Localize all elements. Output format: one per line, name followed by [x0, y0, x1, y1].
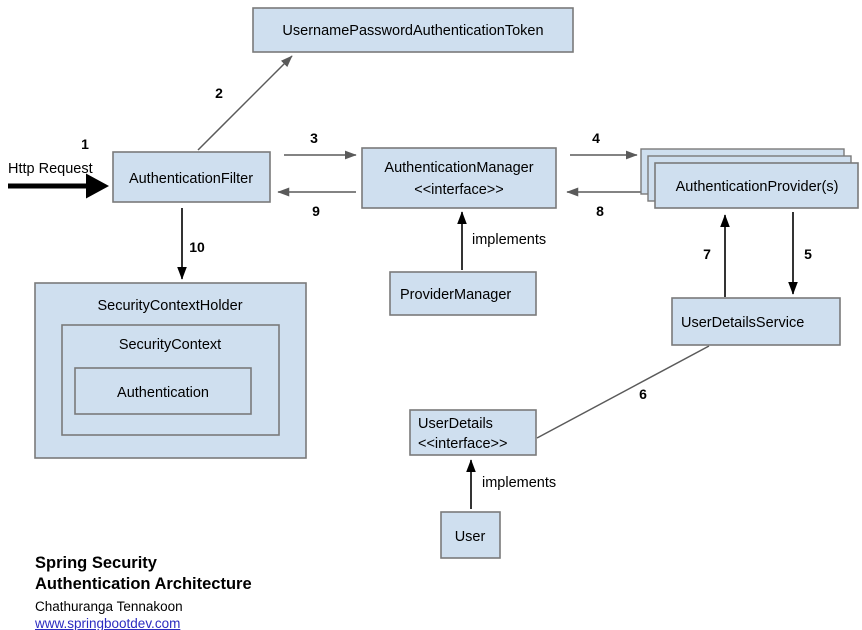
node-label-authentication-providers: AuthenticationProvider(s): [676, 179, 839, 195]
edge-4-manager-to-provider: 4: [570, 130, 638, 160]
node-label-provider-manager: ProviderManager: [400, 287, 511, 303]
edge-label-implements-userdetails: implements: [482, 475, 556, 491]
node-authentication-manager[interactable]: AuthenticationManager <<interface>>: [361, 147, 557, 209]
node-security-context[interactable]: SecurityContext Authentication: [61, 324, 280, 436]
edge-number-8: 8: [596, 203, 604, 219]
diagram-title-line1: Spring Security: [35, 554, 158, 572]
edge-number-2: 2: [215, 85, 223, 101]
node-label-authentication-manager: AuthenticationManager: [384, 160, 533, 176]
node-provider-manager[interactable]: ProviderManager: [389, 271, 537, 316]
diagram-author: Chathuranga Tennakoon: [35, 599, 183, 614]
edge-number-10: 10: [189, 239, 205, 255]
edge-implements-user: implements: [466, 459, 556, 509]
edge-number-5: 5: [804, 246, 812, 262]
edge-number-4: 4: [592, 130, 600, 146]
edge-number-7: 7: [703, 246, 711, 262]
node-label-user-details-stereotype: <<interface>>: [418, 436, 508, 452]
edge-3-filter-to-manager: 3: [284, 130, 357, 160]
node-label-authentication-filter: AuthenticationFilter: [129, 171, 253, 187]
edge-7-userdetailsservice-to-provider: 7: [703, 214, 730, 297]
node-username-password-authentication-token[interactable]: UsernamePasswordAuthenticationToken: [252, 7, 574, 53]
edge-number-6: 6: [639, 386, 647, 402]
diagram-title-line2: Authentication Architecture: [35, 575, 252, 593]
node-label-security-context: SecurityContext: [119, 337, 221, 353]
node-label-authentication: Authentication: [117, 385, 209, 401]
node-authentication-filter[interactable]: AuthenticationFilter: [112, 151, 271, 203]
edge-label-http-request: Http Request: [8, 161, 93, 177]
node-user-details[interactable]: UserDetails <<interface>>: [409, 409, 537, 456]
diagram-link[interactable]: www.springbootdev.com: [34, 616, 180, 630]
edge-10-filter-to-context-holder: 10: [177, 208, 205, 280]
node-label-authentication-manager-stereotype: <<interface>>: [414, 182, 504, 198]
edge-label-implements-manager: implements: [472, 232, 546, 248]
node-authentication-providers[interactable]: AuthenticationProvider(s): [640, 148, 859, 209]
node-authentication[interactable]: Authentication: [74, 367, 252, 415]
node-label-security-context-holder: SecurityContextHolder: [97, 298, 242, 314]
node-label-token: UsernamePasswordAuthenticationToken: [282, 23, 543, 39]
edge-5-provider-to-userdetailsservice: 5: [788, 212, 812, 295]
node-label-user-details: UserDetails: [418, 416, 493, 432]
edge-http-request: Http Request 1: [8, 136, 110, 199]
node-user-details-service[interactable]: UserDetailsService: [671, 297, 841, 346]
edge-number-3: 3: [310, 130, 318, 146]
edge-2-filter-to-token: 2: [197, 55, 293, 151]
diagram-caption: Spring Security Authentication Architect…: [34, 554, 252, 630]
node-label-user: User: [455, 529, 486, 545]
edge-6-userdetails-to-service: 6: [536, 345, 710, 439]
edge-number-9: 9: [312, 203, 320, 219]
edge-number-1: 1: [81, 136, 89, 152]
node-label-user-details-service: UserDetailsService: [681, 315, 804, 331]
node-security-context-holder[interactable]: SecurityContextHolder SecurityContext Au…: [34, 282, 307, 459]
node-user[interactable]: User: [440, 511, 501, 559]
edge-9-manager-to-filter: 9: [277, 187, 356, 219]
edge-8-provider-to-manager: 8: [566, 187, 641, 219]
edge-implements-provider-manager: implements: [457, 211, 546, 270]
